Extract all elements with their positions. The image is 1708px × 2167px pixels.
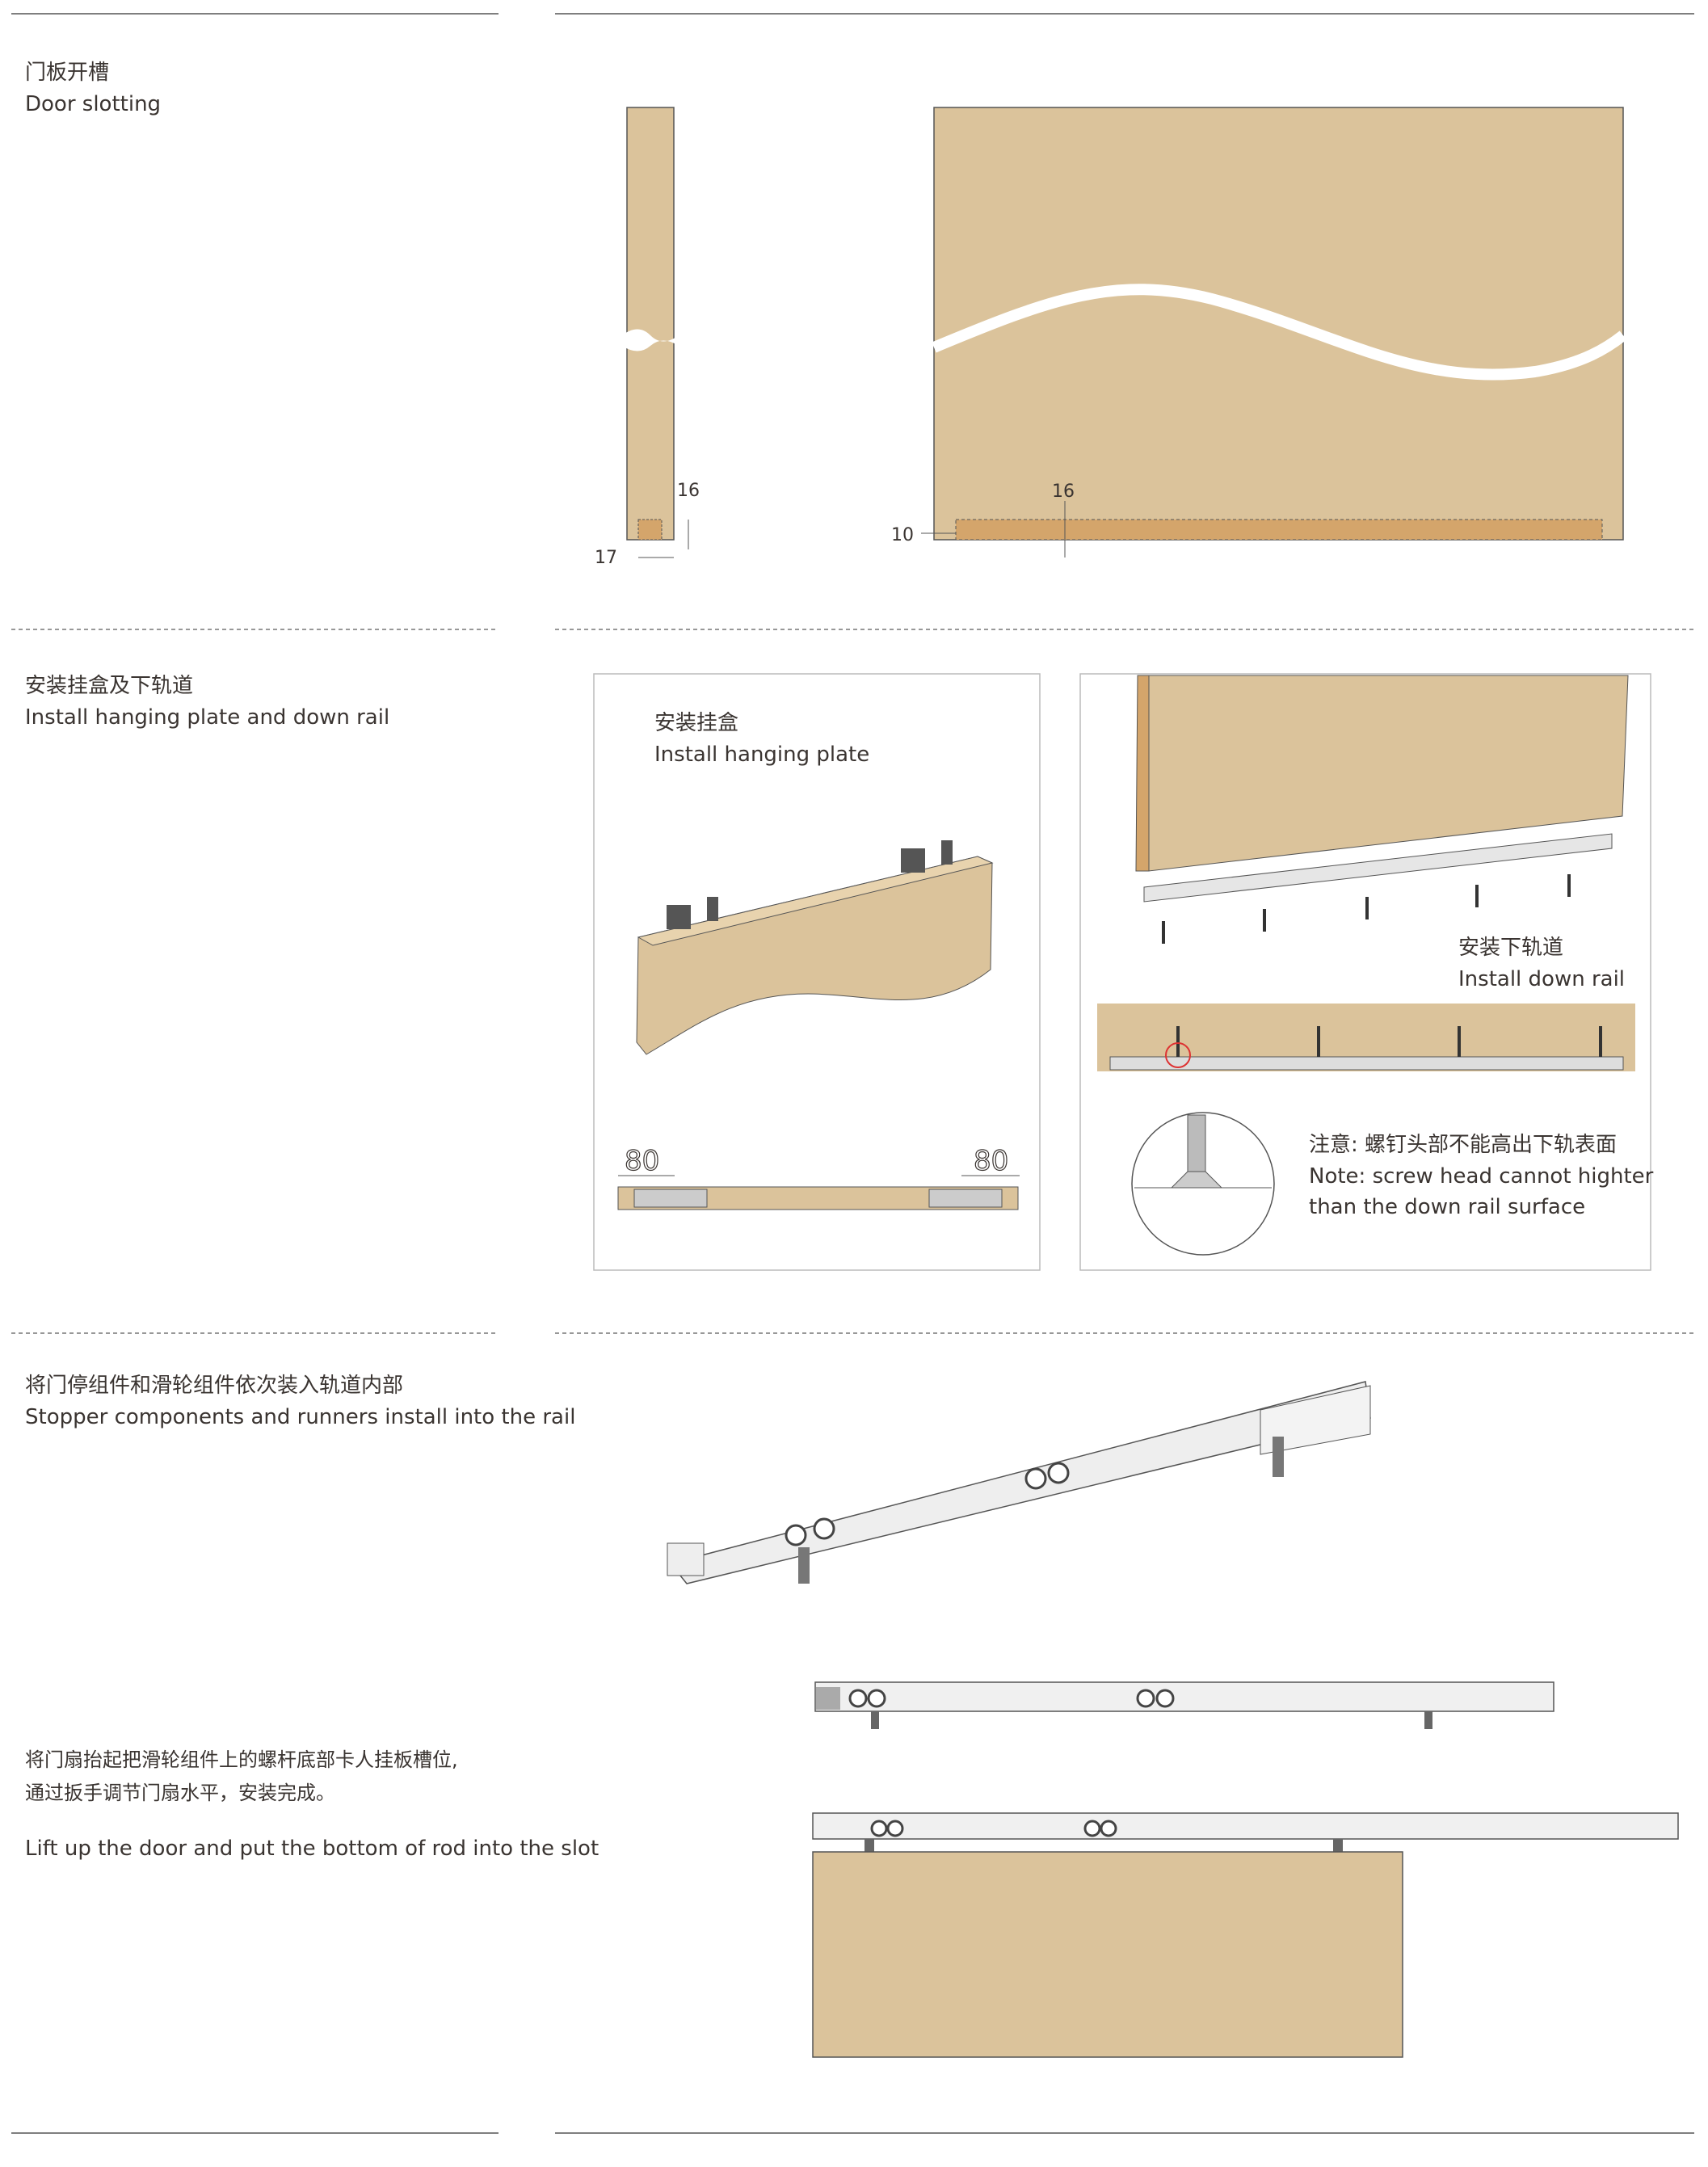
section2-title-zh: 安装挂盒及下轨道 xyxy=(25,674,194,698)
hanging-plate-panel: 80 80 xyxy=(593,673,1041,1271)
section2-title-en: Install hanging plate and down rail xyxy=(25,705,390,730)
down-rail-label-en: Install down rail xyxy=(1458,967,1626,991)
dividers xyxy=(11,13,1694,2134)
door-side-view: 16 17 xyxy=(595,107,700,568)
section4-title-zh-line2: 通过扳手调节门扇水平，安装完成。 xyxy=(25,1782,335,1804)
hanging-plate-label-en: Install hanging plate xyxy=(654,743,870,767)
section3-title-zh: 将门停组件和滑轮组件依次装入轨道内部 xyxy=(25,1374,404,1398)
section4-title-zh-line1: 将门扇抬起把滑轮组件上的螺杆底部卡人挂板槽位, xyxy=(25,1748,458,1771)
note-zh: 注意: 螺钉头部不能高出下轨表面 xyxy=(1309,1133,1618,1157)
note-en-line2: than the down rail surface xyxy=(1309,1195,1586,1219)
dim-side-width: 17 xyxy=(595,548,617,568)
section3-title-en: Stopper components and runners install i… xyxy=(25,1405,576,1429)
down-rail-label-zh: 安装下轨道 xyxy=(1458,936,1564,960)
dim-side-height: 16 xyxy=(677,481,700,501)
dim-front-height: 16 xyxy=(1052,482,1075,502)
section4-title-en: Lift up the door and put the bottom of r… xyxy=(25,1837,599,1861)
door-panel xyxy=(812,1851,1403,2058)
down-rail-panel xyxy=(1079,673,1651,1271)
hanging-plate-label-zh: 安装挂盒 xyxy=(654,711,739,735)
rail-3d-view xyxy=(667,1381,1371,1584)
dim-left-80: 80 xyxy=(625,1145,659,1177)
rail-with-door xyxy=(812,1812,1679,2058)
section1-title-zh: 门板开槽 xyxy=(25,61,110,85)
note-en-line1: Note: screw head cannot highter xyxy=(1309,1164,1654,1189)
dim-front-offset: 10 xyxy=(891,525,914,545)
door-front-view: 10 16 xyxy=(891,107,1627,558)
rail-side-view xyxy=(814,1681,1554,1729)
section1-title-en: Door slotting xyxy=(25,92,162,116)
dim-right-80: 80 xyxy=(974,1145,1008,1177)
